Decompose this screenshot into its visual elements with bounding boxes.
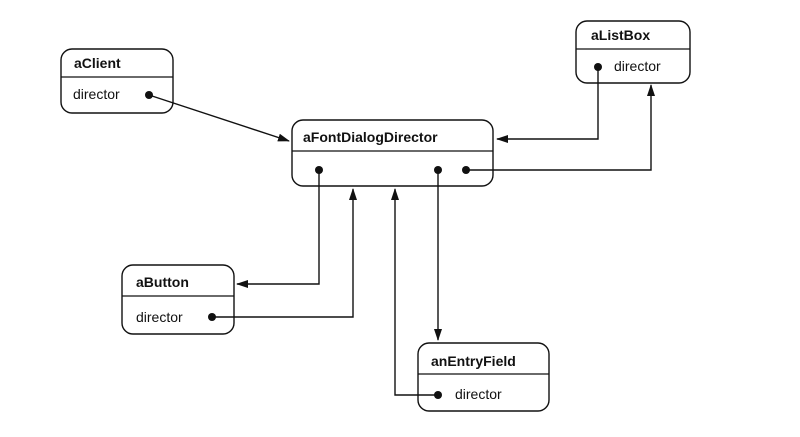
link-entry-field-to-director [391, 188, 438, 396]
link-director-to-button [236, 170, 320, 288]
object-a-client: aClient director [60, 48, 174, 114]
link-client-to-director [148, 94, 290, 142]
object-a-list-box: aListBox director [575, 20, 691, 84]
a-button-box [121, 264, 235, 335]
a-client-box [60, 48, 174, 114]
a-font-dialog-director-title: aFontDialogDirector [303, 129, 438, 145]
object-a-font-dialog-director: aFontDialogDirector [291, 119, 494, 187]
a-list-box-box [575, 20, 691, 84]
a-list-box-director-label: director [614, 58, 661, 74]
an-entry-field-box [417, 342, 550, 412]
an-entry-field-title: anEntryField [431, 353, 516, 369]
a-client-director-label: director [73, 86, 120, 102]
a-button-director-label: director [136, 309, 183, 325]
link-list-box-to-director [496, 67, 599, 143]
a-client-title: aClient [74, 55, 121, 71]
object-a-button: aButton director [121, 264, 235, 335]
object-an-entry-field: anEntryField director [417, 342, 550, 412]
a-font-dialog-director-box [291, 119, 494, 187]
an-entry-field-director-label: director [455, 386, 502, 402]
link-director-to-list-box [466, 84, 655, 171]
link-button-to-director [212, 188, 357, 318]
a-list-box-title: aListBox [591, 27, 650, 43]
a-button-title: aButton [136, 274, 189, 290]
